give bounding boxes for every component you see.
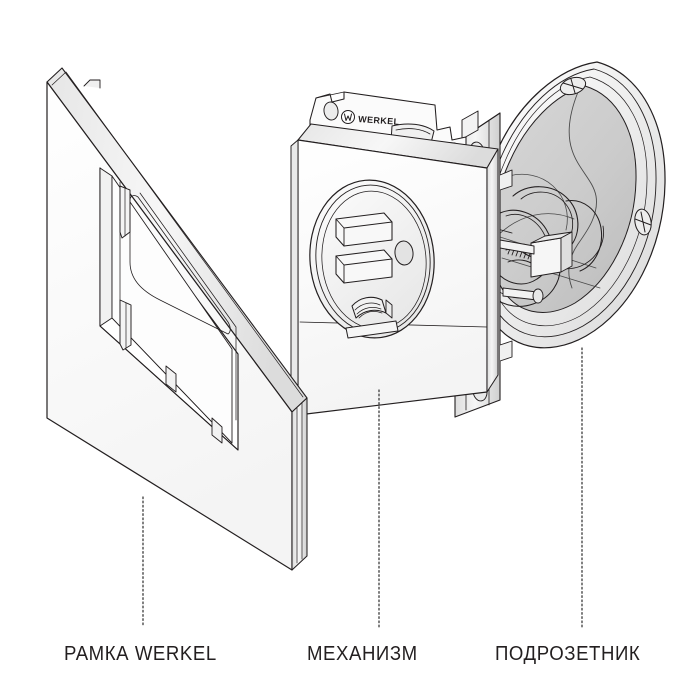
mechanism-side-face bbox=[486, 148, 499, 393]
frame-side-band bbox=[291, 397, 308, 571]
frame-clip-bottom-mid bbox=[165, 365, 177, 393]
wallbox-terminal-block bbox=[530, 231, 573, 278]
mechanism-left-edge bbox=[290, 139, 299, 419]
frame-clip-lower bbox=[119, 299, 132, 351]
frame-inner-contour bbox=[139, 192, 237, 421]
frame-inner-shadow bbox=[129, 195, 231, 335]
frame-aperture-left-wall bbox=[99, 167, 113, 327]
frame-clip-upper bbox=[119, 185, 131, 239]
frame-bevel-crease bbox=[51, 71, 304, 398]
label-frame: РАМКА WERKEL bbox=[64, 643, 217, 665]
frame-top-tab bbox=[83, 79, 101, 89]
wallbox-component bbox=[474, 61, 666, 349]
socket-pin-holes bbox=[335, 212, 393, 284]
wallbox-conductors bbox=[493, 227, 544, 304]
socket-ground-contact bbox=[345, 296, 399, 339]
socket-small-aperture bbox=[394, 240, 414, 266]
frame-clip-bottom-right bbox=[211, 417, 223, 444]
leader-lines bbox=[142, 347, 583, 628]
label-wallbox: ПОДРОЗЕТНИК bbox=[495, 643, 641, 665]
label-mechanism: МЕХАНИЗМ bbox=[307, 643, 418, 665]
werkel-wordmark: WERKEL bbox=[358, 114, 400, 127]
wallbox-screw-right bbox=[634, 208, 652, 236]
wallbox-screw-top bbox=[559, 76, 587, 96]
frame-component bbox=[46, 67, 308, 571]
werkel-logo-mark bbox=[341, 110, 355, 124]
mechanism-component: WERKEL bbox=[290, 91, 513, 419]
